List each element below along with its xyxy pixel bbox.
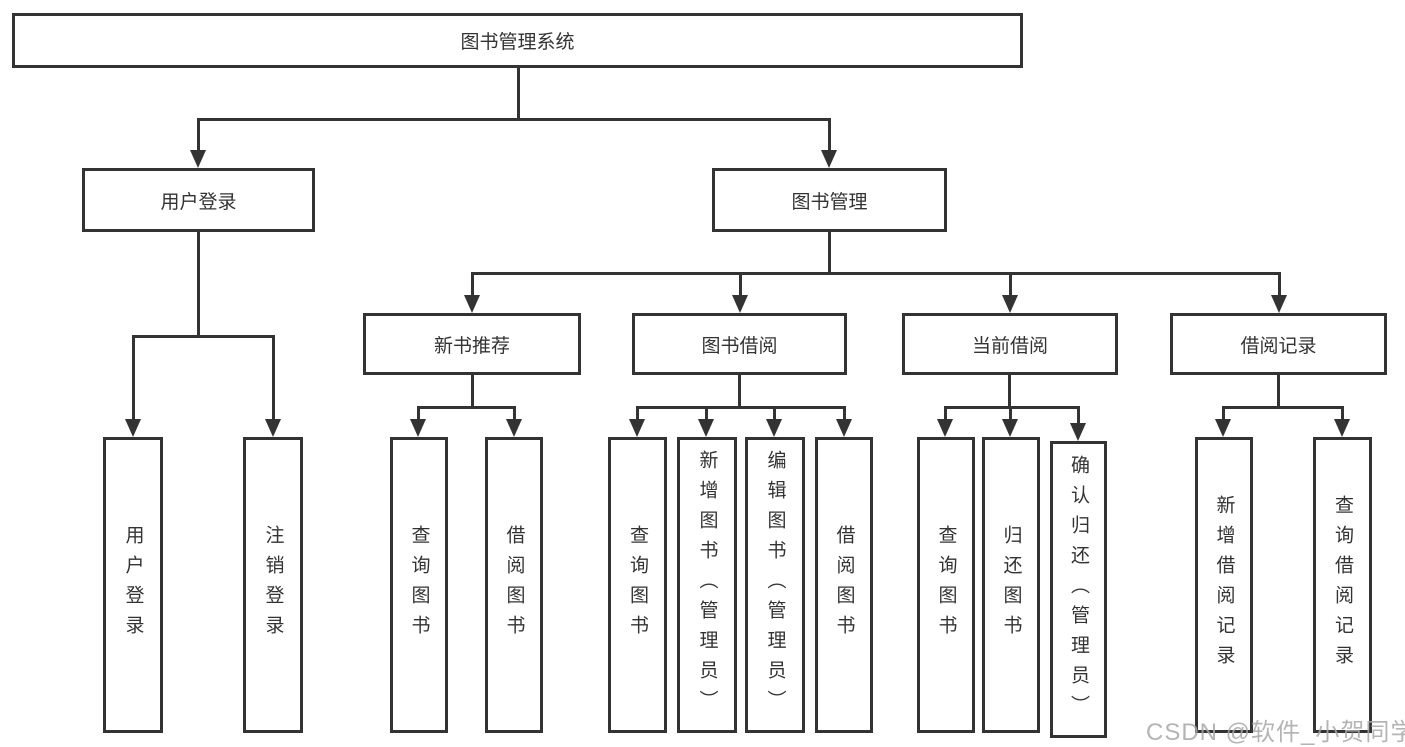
- connector-to-user-login: [197, 118, 200, 152]
- connector-user-login-stub: [197, 232, 200, 335]
- connector-current-borrowing-rail: [944, 406, 1080, 409]
- arrowhead-query-record: [1334, 419, 1350, 437]
- arrowhead-book-borrowing: [732, 295, 748, 313]
- leaf-query-books-2: 查询图书: [608, 437, 667, 733]
- arrowhead-leaf-user-login: [125, 419, 141, 437]
- connector-to-book-borrowing: [739, 272, 742, 297]
- arrowhead-query-books-3: [937, 419, 953, 437]
- node-label: 新书推荐: [433, 335, 510, 357]
- leaf-label: 借阅图书: [833, 525, 855, 645]
- leaf-confirm-return-admin: 确认归还（管理员）: [1050, 441, 1107, 738]
- leaf-query-borrow-record: 查询借阅记录: [1313, 437, 1372, 733]
- connector-to-edit-books: [773, 406, 776, 421]
- leaf-query-books-3: 查询图书: [917, 437, 975, 733]
- node-label: 图书管理: [791, 191, 868, 213]
- node-label: 借阅记录: [1240, 335, 1317, 357]
- leaf-logout: 注销登录: [243, 437, 303, 733]
- leaf-label: 新增图书（管理员）: [696, 450, 718, 720]
- arrowhead-book-management: [821, 150, 837, 168]
- arrowhead-confirm-return: [1070, 423, 1086, 441]
- leaf-user-login: 用户登录: [103, 437, 163, 733]
- leaf-borrow-books-2: 借阅图书: [815, 437, 873, 733]
- connector-to-book-management: [828, 118, 831, 152]
- arrowhead-query-books-1: [410, 419, 426, 437]
- leaf-label: 查询图书: [935, 525, 957, 645]
- connector-current-borrowing-stub: [1008, 375, 1011, 408]
- connector-user-login-rail: [132, 335, 275, 338]
- node-borrowing-records: 借阅记录: [1170, 313, 1387, 375]
- leaf-add-books-admin: 新增图书（管理员）: [677, 437, 737, 733]
- leaf-label: 查询借阅记录: [1332, 495, 1353, 675]
- node-book-management-branch: 图书管理: [712, 168, 947, 232]
- connector-borrowing-records-rail: [1222, 406, 1344, 409]
- node-new-book-recommendation: 新书推荐: [363, 313, 581, 375]
- connector-book-borrowing-stub: [738, 375, 741, 408]
- connector-to-leaf-user-login: [132, 335, 135, 421]
- connector-root-stub: [517, 68, 520, 118]
- connector-level2-rail: [197, 118, 831, 121]
- connector-to-query-books-3: [944, 406, 947, 421]
- connector-book-management-stub: [828, 232, 831, 272]
- connector-to-borrowing-records: [1278, 272, 1281, 297]
- leaf-borrow-books-1: 借阅图书: [485, 437, 543, 733]
- arrowhead-new-book-rec: [464, 295, 480, 313]
- leaf-label: 查询图书: [408, 525, 430, 645]
- node-book-borrowing: 图书借阅: [632, 313, 847, 375]
- node-label: 当前借阅: [971, 335, 1048, 357]
- connector-new-book-rec-rail: [417, 406, 516, 409]
- connector-to-new-book-rec: [471, 272, 474, 297]
- arrowhead-borrow-books-1: [506, 419, 522, 437]
- connector-to-leaf-logout: [272, 335, 275, 421]
- node-user-login-branch: 用户登录: [82, 168, 315, 232]
- arrowhead-return-books: [1002, 419, 1018, 437]
- arrowhead-current-borrowing: [1002, 295, 1018, 313]
- connector-to-borrow-books-2: [843, 406, 846, 421]
- node-library-management-system: 图书管理系统: [12, 13, 1023, 68]
- leaf-add-borrow-record: 新增借阅记录: [1195, 437, 1253, 733]
- leaf-label: 确认归还（管理员）: [1068, 454, 1089, 725]
- leaf-label: 编辑图书（管理员）: [764, 450, 786, 720]
- arrowhead-query-books-2: [629, 419, 645, 437]
- leaf-label: 新增借阅记录: [1213, 495, 1235, 675]
- connector-to-query-books-2: [636, 406, 639, 421]
- connector-to-query-record: [1341, 406, 1344, 421]
- leaf-label: 用户登录: [122, 525, 144, 645]
- connector-borrowing-records-stub: [1277, 375, 1280, 408]
- leaf-edit-books-admin: 编辑图书（管理员）: [745, 437, 805, 733]
- connector-to-return-books: [1009, 406, 1012, 421]
- arrowhead-borrow-books-2: [836, 419, 852, 437]
- arrowhead-edit-books: [766, 419, 782, 437]
- connector-to-confirm-return: [1077, 406, 1080, 425]
- connector-new-book-rec-stub: [471, 375, 474, 408]
- node-label: 图书借阅: [701, 335, 778, 357]
- csdn-watermark: CSDN @软件_小贺同学: [1146, 719, 1405, 746]
- leaf-label: 注销登录: [262, 525, 284, 645]
- connector-to-current-borrowing: [1009, 272, 1012, 297]
- arrowhead-leaf-logout: [265, 419, 281, 437]
- connector-to-add-books: [705, 406, 708, 421]
- node-label: 图书管理系统: [460, 32, 575, 53]
- node-label: 用户登录: [160, 191, 237, 213]
- connector-level3-rail: [471, 272, 1281, 275]
- node-current-borrowing: 当前借阅: [902, 313, 1118, 375]
- leaf-return-books: 归还图书: [982, 437, 1040, 733]
- connector-to-query-books-1: [417, 406, 420, 421]
- connector-book-borrowing-rail: [636, 406, 846, 409]
- connector-to-borrow-books-1: [513, 406, 516, 421]
- leaf-label: 借阅图书: [503, 525, 525, 645]
- leaf-label: 查询图书: [627, 525, 648, 645]
- leaf-label: 归还图书: [1000, 525, 1022, 645]
- arrowhead-borrowing-records: [1271, 295, 1287, 313]
- arrowhead-add-books: [698, 419, 714, 437]
- arrowhead-add-record: [1215, 419, 1231, 437]
- arrowhead-user-login: [190, 150, 206, 168]
- connector-to-add-record: [1222, 406, 1225, 421]
- leaf-query-books-1: 查询图书: [390, 437, 448, 733]
